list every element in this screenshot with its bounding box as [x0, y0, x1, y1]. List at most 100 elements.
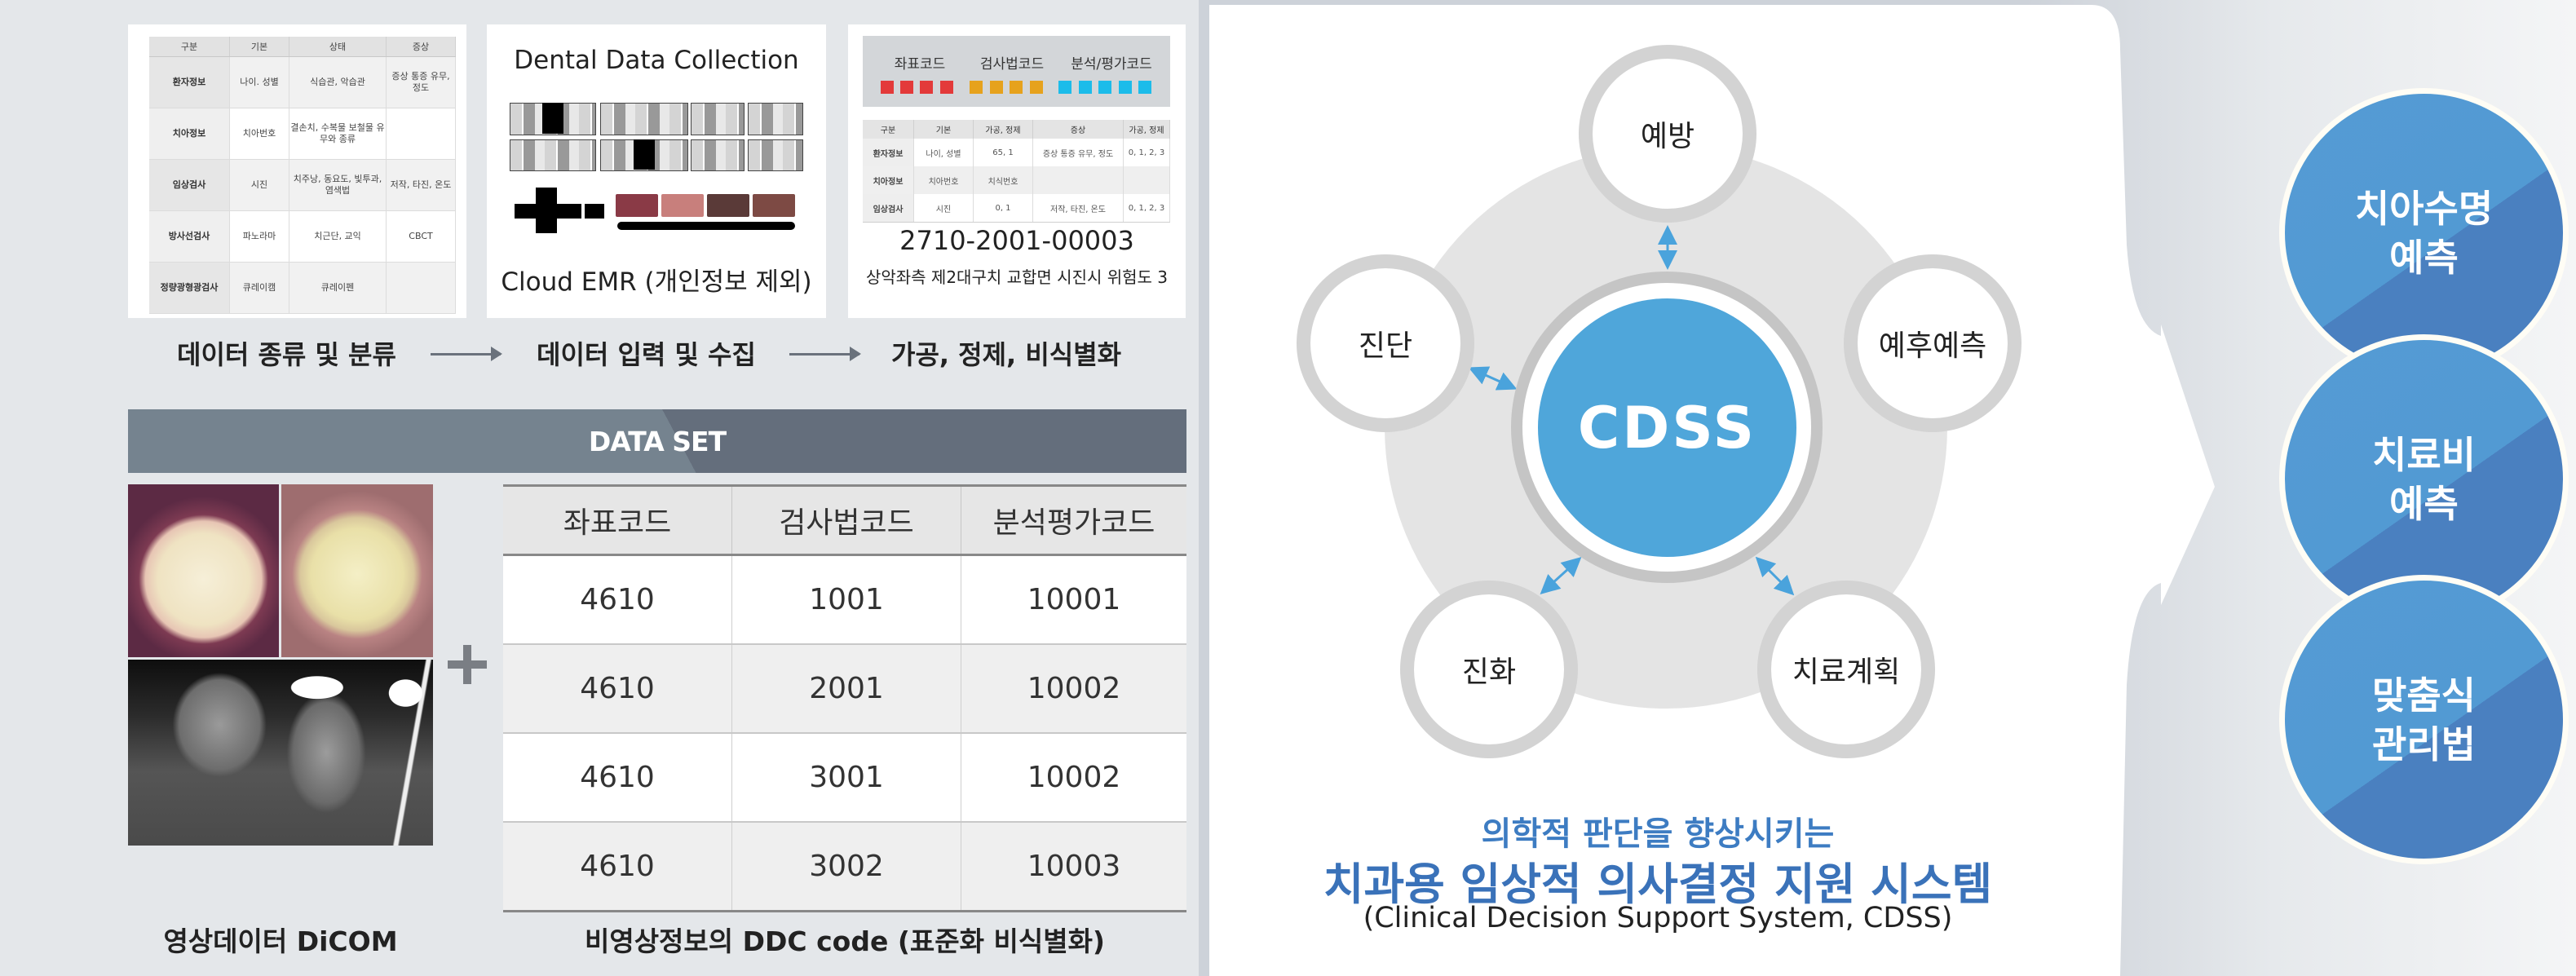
cell: 저작, 타진, 온도 [386, 159, 456, 211]
row-label: 치아정보 [863, 166, 914, 194]
cell: 3001 [731, 733, 961, 823]
plus-icon [463, 645, 471, 684]
row-label: 정량광형광검사 [149, 262, 230, 314]
outcome-label: 치아수명 [2354, 186, 2494, 231]
node-prevention: 예방 [1579, 45, 1756, 223]
cell: 10002 [961, 733, 1186, 823]
cell: 2001 [731, 644, 961, 734]
cell [1123, 166, 1170, 194]
flow-step-2: 데이터 입력 및 수집 [537, 339, 756, 370]
table-row: 환자정보 나이, 성별 65, 1 증상 통증 유무, 정도 0, 1, 2, … [863, 139, 1170, 166]
outcome-label: 치료비 [2372, 432, 2476, 477]
orange-square-icon [1030, 81, 1043, 94]
cell: 4610 [503, 822, 732, 912]
cell: 증상 통증 유무, 정도 [1032, 139, 1124, 166]
row-label: 환자정보 [149, 56, 230, 108]
arrow-right-icon [431, 347, 502, 361]
col-header: 구분 [863, 120, 914, 139]
cdss-english-title: (Clinical Decision Support System, CDSS) [1363, 902, 1953, 934]
col-header: 기본 [913, 120, 974, 139]
flow-step-3: 가공, 정제, 비식별화 [891, 339, 1122, 370]
cell: 시진 [229, 159, 289, 211]
image-data-caption: 영상데이터 DiCOM [163, 925, 398, 957]
cell: 1001 [731, 554, 961, 645]
legend-label: 분석/평가코드 [1071, 56, 1152, 73]
cell: 0, 1, 2, 3 [1123, 139, 1170, 166]
col-header: 가공, 정제 [973, 120, 1033, 139]
table-row: 환자정보 나이. 성별 식습관, 악습관 증상 통증 유무, 정도 [149, 56, 456, 108]
cell: 65, 1 [973, 139, 1033, 166]
table-row: 방사선검사 파노라마 치근단, 교익 CBCT [149, 210, 456, 263]
col-header-evaluation: 분석평가코드 [961, 484, 1186, 556]
outcome-label: 관리법 [2372, 722, 2476, 766]
flow-step-1: 데이터 종류 및 분류 [177, 339, 396, 370]
cell: 4610 [503, 554, 732, 645]
classification-card: 구분 기본 상태 증상 환자정보 나이. 성별 식습관, 악습관 증상 통증 유… [128, 24, 466, 318]
cell: 나이, 성별 [913, 139, 974, 166]
outcome-label: 예측 [2389, 481, 2459, 526]
code-legend: 좌표코드 검사법코드 분석/평가코드 [863, 36, 1170, 107]
cell: 10001 [961, 554, 1186, 645]
cell [386, 262, 456, 314]
cell: 저작, 타진, 온도 [1032, 194, 1124, 223]
cell: 3002 [731, 822, 961, 912]
cdss-center: CDSS [1538, 298, 1796, 557]
cell: 4610 [503, 644, 732, 734]
red-square-icon [881, 81, 894, 94]
cdss-center-label: CDSS [1577, 394, 1757, 462]
row-label: 치아정보 [149, 108, 230, 160]
col-header: 구분 [149, 37, 230, 57]
red-square-icon [940, 81, 953, 94]
row-label: 임상검사 [149, 159, 230, 211]
outcome-label: 예측 [2389, 235, 2459, 280]
cell: 나이. 성별 [229, 56, 289, 108]
node-label: 예후예측 [1878, 329, 1987, 363]
row-label: 임상검사 [863, 194, 914, 223]
cell: 치주낭, 동요도, 빛투과, 염색법 [289, 159, 387, 211]
tooth-photo-2 [281, 484, 433, 657]
cyan-square-icon [1138, 81, 1151, 94]
table-row: 정량광형광검사 큐레이캠 큐레이펜 [149, 262, 456, 314]
node-label: 치료계획 [1792, 656, 1901, 689]
cell: 치근단, 교익 [289, 210, 387, 263]
row-label: 방사선검사 [149, 210, 230, 263]
cell: 식습관, 악습관 [289, 56, 387, 108]
col-header: 증상 [386, 37, 456, 57]
cell: 큐레이펜 [289, 262, 387, 314]
col-header-coordinate: 좌표코드 [503, 484, 732, 556]
collection-card: Dental Data Collection Cloud EMR (개인정보 제… [487, 24, 826, 318]
orange-square-icon [990, 81, 1003, 94]
cyan-square-icon [1098, 81, 1111, 94]
cyan-square-icon [1058, 81, 1071, 94]
cdss-title: 치과용 임상적 의사결정 지원 시스템 [1323, 859, 1993, 910]
orange-square-icon [1010, 81, 1023, 94]
ddc-code-table: 좌표코드 검사법코드 분석평가코드 4610 1001 10001 4610 2… [503, 484, 1186, 912]
cell: 결손치, 수복물 보철물 유무와 종류 [289, 108, 387, 160]
table-row: 4610 2001 10002 [503, 644, 1186, 734]
table-row: 임상검사 시진 0, 1 저작, 타진, 온도 0, 1, 2, 3 [863, 194, 1170, 223]
legend-label: 검사법코드 [979, 56, 1045, 73]
cell: 시진 [913, 194, 974, 223]
legend-label: 좌표코드 [894, 56, 946, 73]
cell: 치아번호 [229, 108, 289, 160]
classification-table: 구분 기본 상태 증상 환자정보 나이. 성별 식습관, 악습관 증상 통증 유… [149, 37, 456, 314]
cell: 치아번호 [913, 166, 974, 194]
node-examination: 진화 [1400, 581, 1578, 758]
collection-caption: Cloud EMR (개인정보 제외) [501, 267, 812, 297]
processing-table: 구분 기본 가공, 정제 증상 가공, 정제 환자정보 나이, 성별 65, 1… [863, 120, 1170, 223]
col-header: 상태 [289, 37, 387, 57]
cell: CBCT [386, 210, 456, 263]
table-row: 4610 3002 10003 [503, 822, 1186, 912]
cell [1032, 166, 1124, 194]
node-label: 진화 [1461, 656, 1517, 689]
table-row: 임상검사 시진 치주낭, 동요도, 빛투과, 염색법 저작, 타진, 온도 [149, 159, 456, 211]
xray-image [128, 660, 433, 846]
cell: 0, 1 [973, 194, 1033, 223]
col-header-method: 검사법코드 [731, 484, 961, 556]
row-label: 환자정보 [863, 139, 914, 166]
red-square-icon [920, 81, 933, 94]
cell [386, 108, 456, 160]
dataset-banner: DATA SET [128, 409, 1186, 473]
